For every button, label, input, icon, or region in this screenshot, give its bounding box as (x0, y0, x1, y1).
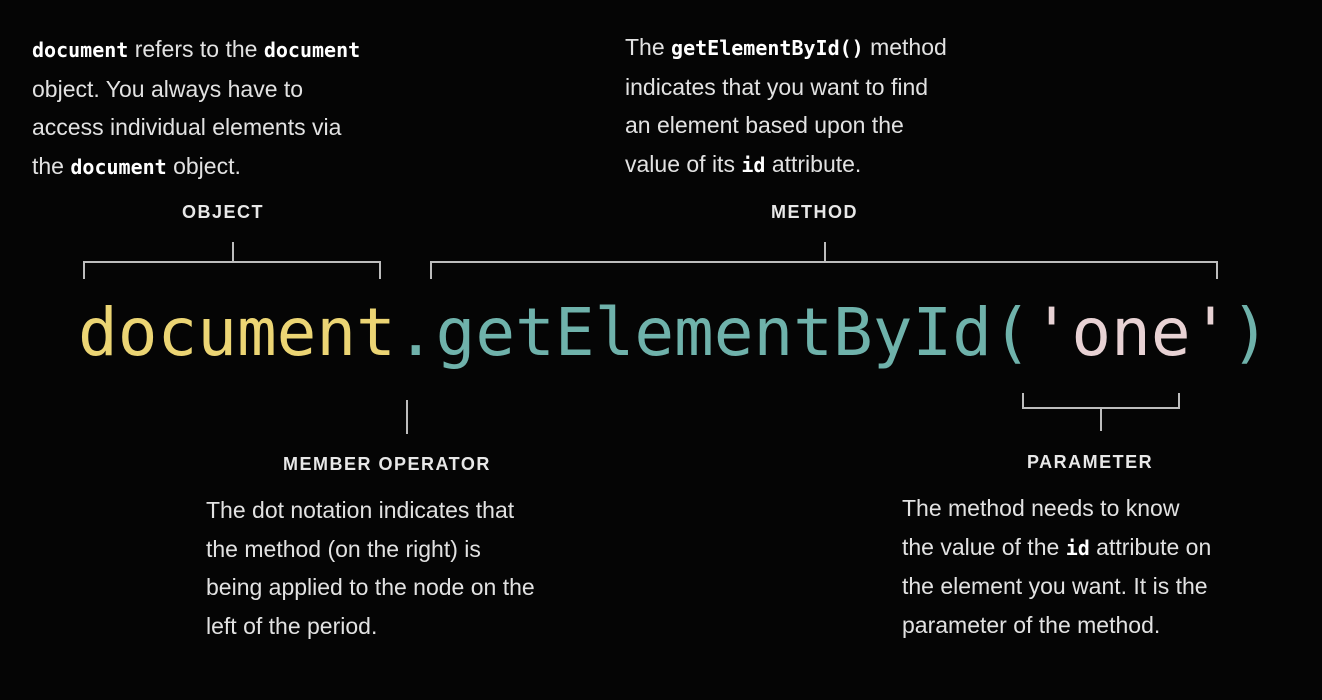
code-open-paren: ( (991, 294, 1032, 371)
inline-code: id (741, 152, 766, 177)
inline-code: document (32, 38, 129, 62)
code-close-paren: ) (1230, 294, 1271, 371)
inline-code: getElementById() (671, 36, 864, 60)
code-object: document (78, 294, 396, 371)
code-statement: document.getElementById('one') (78, 288, 1270, 378)
object-bracket-stem (232, 242, 234, 262)
code-dot: . (395, 294, 436, 371)
parameter-label: PARAMETER (1027, 452, 1154, 472)
code-parameter: 'one' (1031, 294, 1231, 371)
member-operator-pointer (406, 400, 408, 434)
object-bracket (83, 261, 381, 279)
object-label: OBJECT (182, 202, 265, 222)
inline-code: document (263, 38, 361, 62)
code-method: getElementById (435, 294, 992, 371)
inline-code: id (1065, 535, 1090, 560)
member-operator-label: MEMBER OPERATOR (283, 454, 491, 474)
method-bracket-stem (824, 242, 826, 262)
inline-code: document (70, 154, 167, 179)
method-label: METHOD (771, 202, 858, 222)
parameter-bracket-stem (1100, 409, 1102, 431)
method-bracket (430, 261, 1218, 279)
parameter-bracket (1022, 393, 1180, 409)
